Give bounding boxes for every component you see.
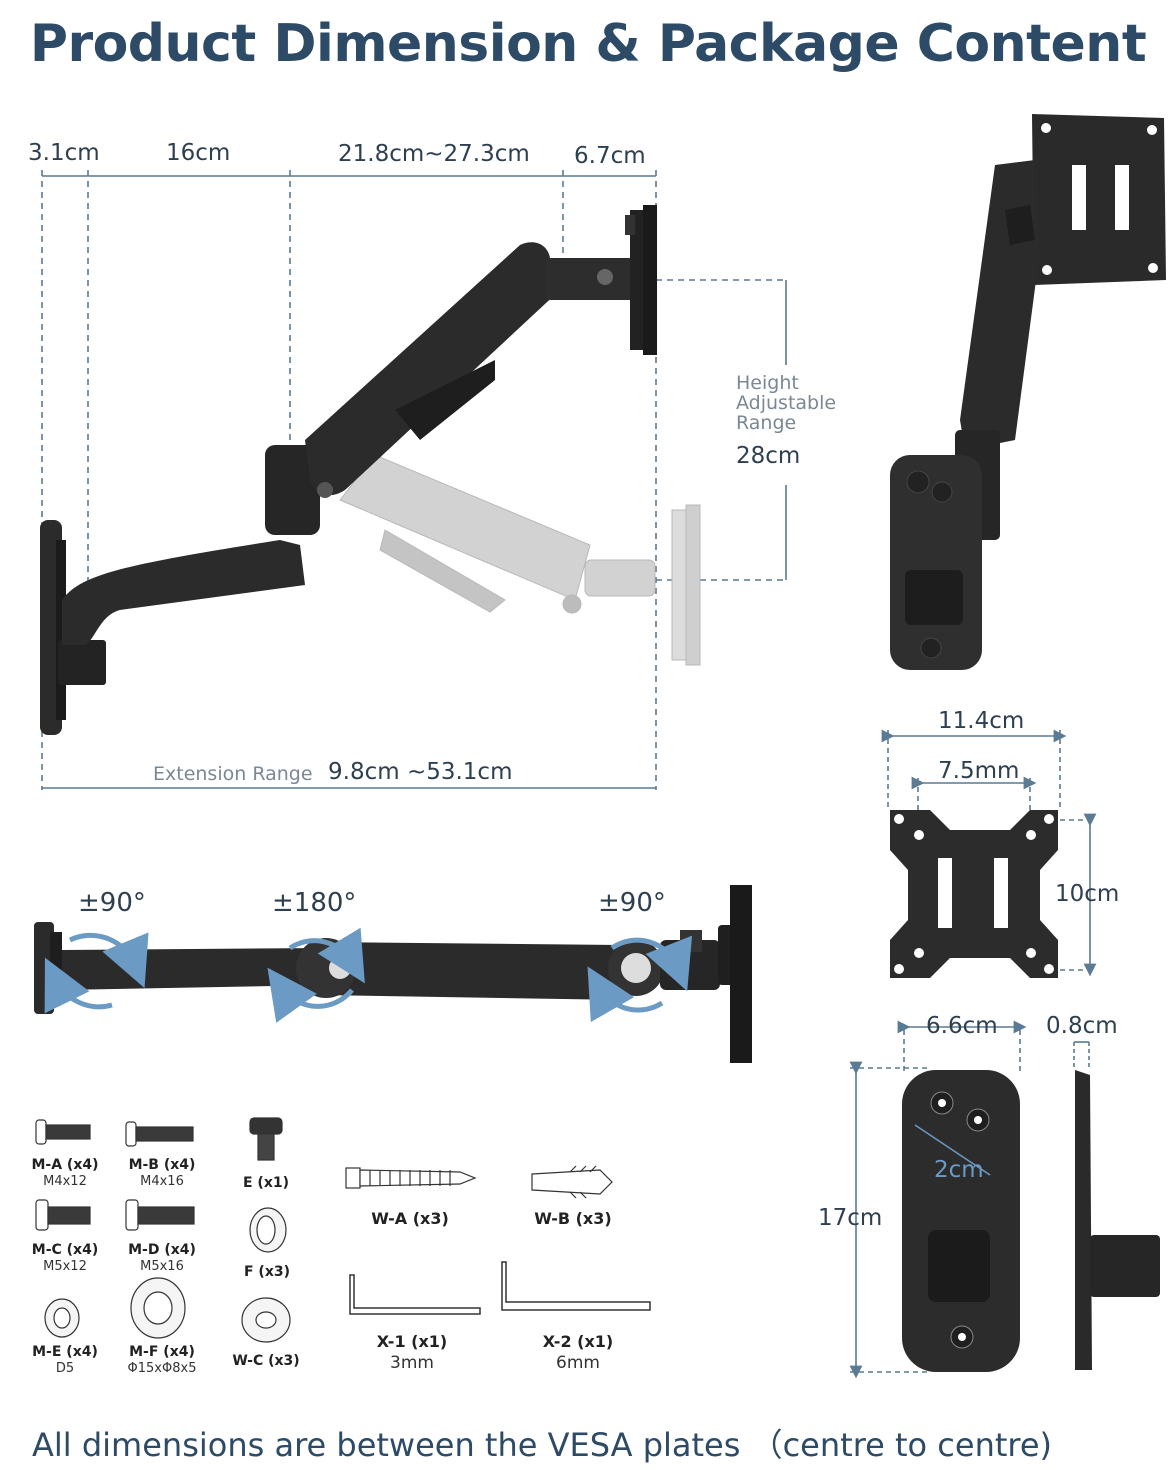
rotation-middle-label: ±180° (272, 888, 357, 918)
ghost-arm (339, 454, 701, 666)
part-label-m-e: M-E (x4) (32, 1344, 98, 1360)
extension-range-label: Extension Range (153, 763, 313, 785)
extension-range-value: 9.8cm ~53.1cm (328, 759, 513, 785)
height-range-value: 28cm (736, 443, 801, 469)
wall-plate-hole-spacing: 2cm (934, 1157, 984, 1183)
screw-m-b-icon (125, 1121, 194, 1147)
wall-plate-depth: 0.8cm (1046, 1013, 1118, 1039)
part-label-m-a: M-A (x4) (31, 1157, 99, 1173)
rotation-arrows (44, 927, 693, 1023)
vesa-hole-spacing: 7.5mm (938, 758, 1020, 784)
vesa-plate-width: 11.4cm (938, 708, 1025, 734)
screw-m-c-icon (35, 1199, 91, 1231)
hex-key-x-2-icon (501, 1261, 651, 1311)
screw-m-a-icon (35, 1119, 91, 1145)
knob-e-icon (249, 1117, 283, 1161)
washer-m-e-icon (44, 1298, 80, 1338)
wall-plate-dimensions (849, 1020, 1090, 1379)
dimension-3-1cm: 3.1cm (28, 140, 100, 166)
part-spec-m-a: M4x12 (43, 1174, 87, 1189)
wall-plate-height: 17cm (818, 1205, 883, 1231)
part-spec-m-f: Φ15xΦ8x5 (127, 1361, 197, 1376)
vesa-plate-dimensions (881, 729, 1097, 977)
part-spec-m-d: M5x16 (140, 1259, 184, 1274)
part-label-m-d: M-D (x4) (128, 1242, 196, 1258)
vesa-plate (890, 810, 1058, 978)
rotation-right-label: ±90° (598, 888, 666, 918)
anchor-w-b-icon (531, 1165, 613, 1199)
part-label-w-c: W-C (x3) (232, 1353, 300, 1369)
hex-key-x-1-icon (349, 1274, 481, 1315)
height-range-label-line3: Range (736, 412, 797, 434)
wall-plate-width: 6.6cm (926, 1013, 998, 1039)
part-label-w-b: W-B (x3) (534, 1209, 612, 1228)
wall-plate (902, 1070, 1160, 1372)
side-arm (40, 205, 657, 735)
rotation-left-label: ±90° (78, 888, 146, 918)
part-spec-x-2: 6mm (556, 1353, 600, 1373)
spacer-f-icon (249, 1207, 287, 1253)
part-label-w-a: W-A (x3) (371, 1209, 449, 1228)
part-spec-x-1: 3mm (390, 1353, 434, 1373)
part-spec-m-e: D5 (55, 1361, 75, 1376)
part-label-m-b: M-B (x4) (128, 1157, 196, 1173)
dimension-arm-range: 21.8cm~27.3cm (338, 141, 530, 167)
part-label-e: E (x1) (242, 1175, 289, 1191)
page-title: Product Dimension & Package Content (29, 14, 1147, 74)
vesa-plate-height: 10cm (1055, 881, 1120, 907)
part-label-f: F (x3) (243, 1264, 290, 1280)
footer-note: All dimensions are between the VESA plat… (32, 1426, 1053, 1464)
dimension-16cm: 16cm (166, 140, 231, 166)
screw-m-d-icon (125, 1199, 195, 1231)
part-spec-m-b: M4x16 (140, 1174, 184, 1189)
washer-w-c-icon (241, 1297, 291, 1343)
lag-bolt-w-a-icon (345, 1167, 477, 1189)
spacer-m-f-icon (130, 1277, 186, 1339)
part-label-x-1: X-1 (x1) (376, 1332, 448, 1351)
dimension-6-7cm: 6.7cm (574, 143, 646, 169)
part-label-m-c: M-C (x4) (31, 1242, 99, 1258)
part-label-m-f: M-F (x4) (129, 1344, 195, 1360)
height-range-label-line2: Adjustable (736, 392, 837, 414)
part-label-x-2: X-2 (x1) (542, 1332, 614, 1351)
part-spec-m-c: M5x12 (43, 1259, 87, 1274)
height-range-label-line1: Height (736, 372, 799, 394)
angled-view-mount (890, 114, 1166, 670)
hardware-parts (35, 1117, 651, 1343)
